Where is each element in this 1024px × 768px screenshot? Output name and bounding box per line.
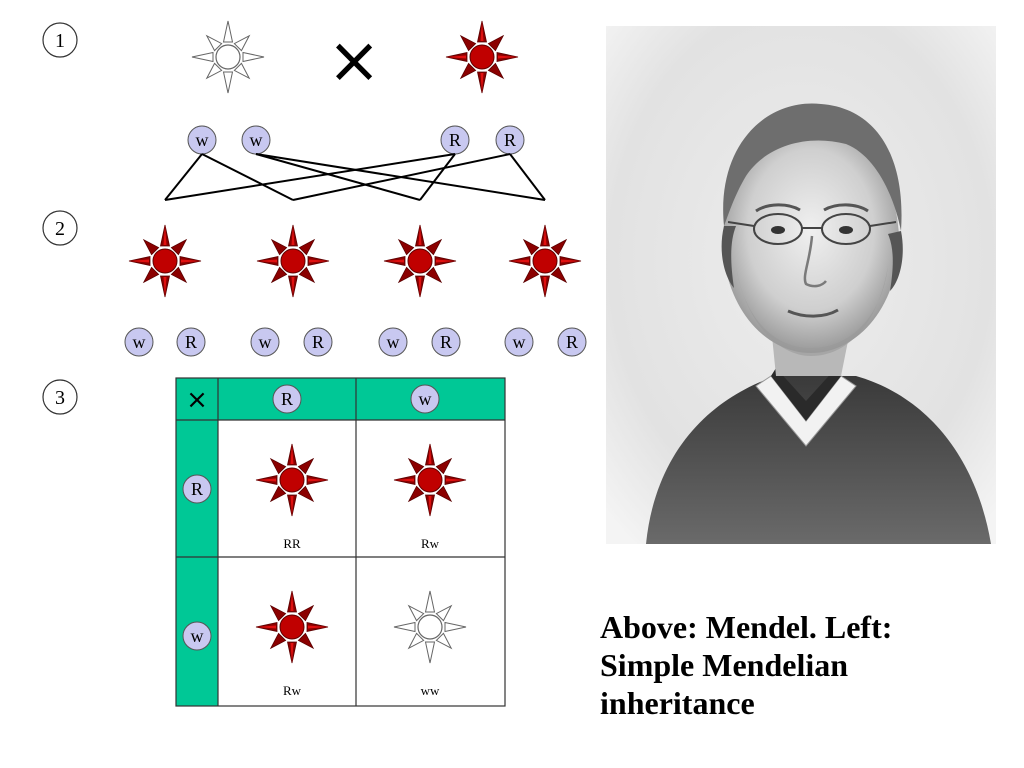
svg-text:w: w — [513, 332, 526, 352]
svg-text:w: w — [191, 626, 204, 646]
red-flower-icon — [257, 225, 329, 297]
white-flower-icon — [192, 21, 264, 93]
svg-text:R: R — [185, 332, 197, 352]
mendel-portrait — [606, 26, 996, 544]
red-flower-icon — [509, 225, 581, 297]
svg-text:R: R — [312, 332, 324, 352]
punnett-col-header: w — [410, 384, 440, 414]
f1-alleles: w R w R w R w R — [124, 327, 587, 357]
svg-text:w: w — [419, 389, 432, 409]
allele-r: R — [557, 327, 587, 357]
step-marker-1: 1 — [42, 22, 78, 58]
caption: Above: Mendel. Left: Simple Mendelian in… — [600, 608, 1010, 722]
allele-r: R — [431, 327, 461, 357]
svg-text:R: R — [191, 479, 203, 499]
punnett-corner: × — [186, 385, 208, 415]
allele-r: R — [176, 327, 206, 357]
caption-line: inheritance — [600, 685, 755, 721]
allele-w: w — [378, 327, 408, 357]
allele-w: w — [504, 327, 534, 357]
cross-symbol: × — [327, 24, 381, 98]
allele-w: w — [241, 125, 271, 155]
svg-text:2: 2 — [55, 218, 65, 240]
svg-text:w: w — [387, 332, 400, 352]
svg-text:R: R — [440, 332, 452, 352]
svg-text:1: 1 — [55, 30, 65, 52]
parent-alleles: w w R R — [187, 125, 525, 155]
red-flower-icon — [446, 21, 518, 93]
punnett-row-header: w — [182, 621, 212, 651]
genotype-label: Rw — [421, 536, 440, 551]
allele-r: R — [303, 327, 333, 357]
caption-line: Simple Mendelian — [600, 647, 849, 683]
red-flower-icon — [384, 225, 456, 297]
step-marker-3: 3 — [42, 379, 78, 415]
svg-text:3: 3 — [55, 387, 65, 409]
red-flower-icon — [129, 225, 201, 297]
f1-flowers — [129, 225, 581, 297]
punnett-square: × R w R w RR Rw Rw ww — [175, 377, 506, 707]
punnett-col-header: R — [272, 384, 302, 414]
genotype-label: ww — [421, 683, 440, 698]
genotype-label: Rw — [283, 683, 302, 698]
svg-text:R: R — [504, 130, 516, 150]
step-marker-2: 2 — [42, 210, 78, 246]
caption-line: Above: Mendel. Left: — [600, 609, 893, 645]
allele-r: R — [495, 125, 525, 155]
punnett-row-header: R — [182, 474, 212, 504]
allele-r: R — [440, 125, 470, 155]
allele-w: w — [187, 125, 217, 155]
svg-text:w: w — [196, 130, 209, 150]
svg-text:w: w — [250, 130, 263, 150]
svg-text:w: w — [259, 332, 272, 352]
genotype-label: RR — [283, 536, 301, 551]
svg-text:R: R — [566, 332, 578, 352]
svg-text:R: R — [281, 389, 293, 409]
svg-text:R: R — [449, 130, 461, 150]
cross-lines — [164, 153, 546, 201]
svg-text:w: w — [133, 332, 146, 352]
allele-w: w — [250, 327, 280, 357]
allele-w: w — [124, 327, 154, 357]
